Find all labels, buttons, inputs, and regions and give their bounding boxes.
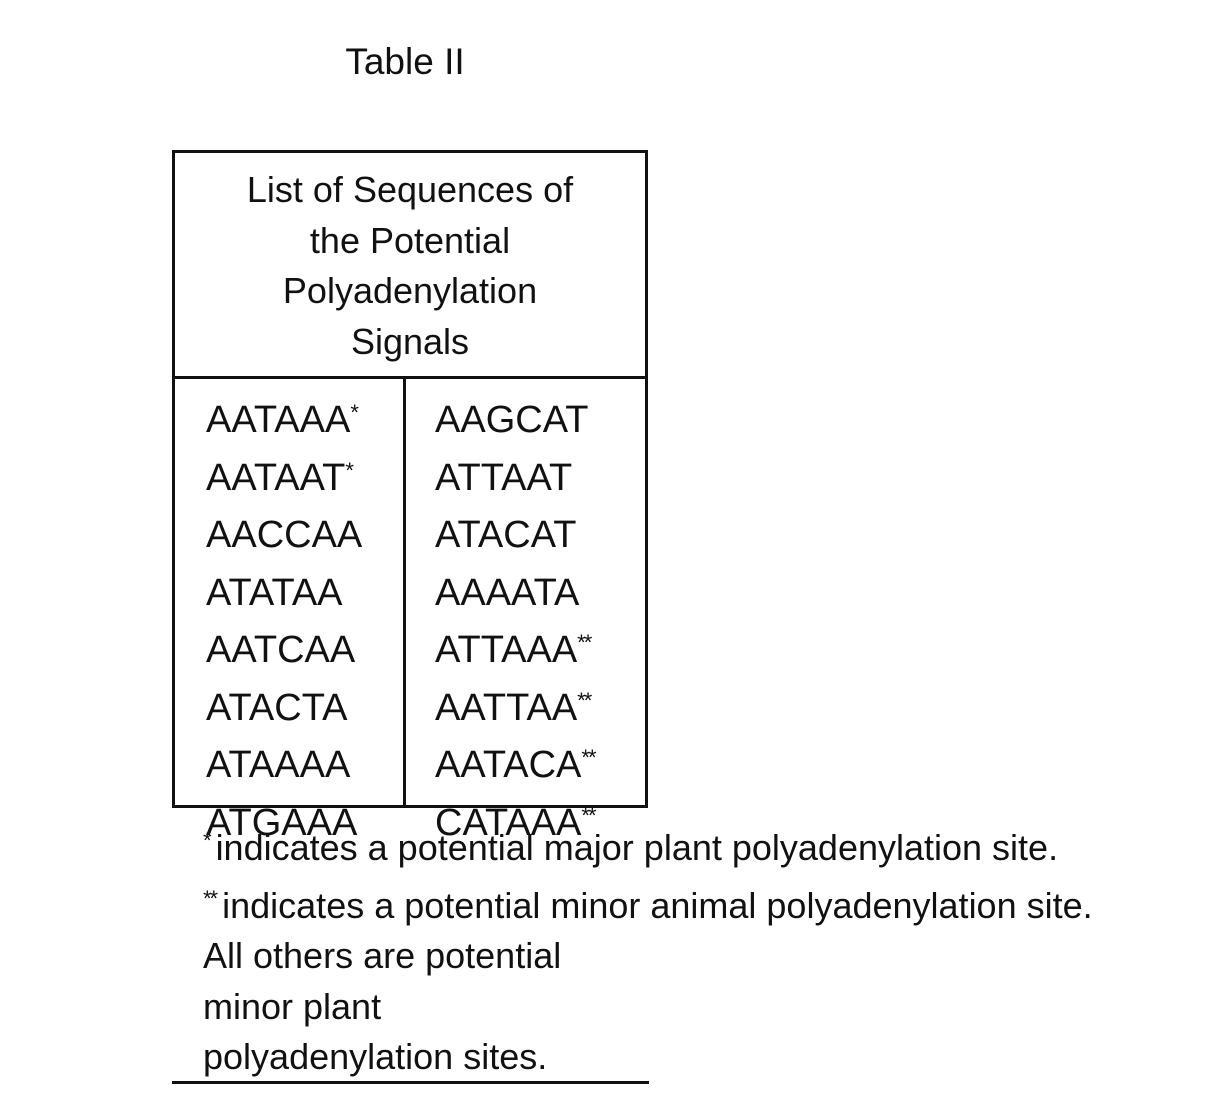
sequence-text: ATTAAT	[435, 457, 572, 499]
sequence-text: AATACA	[435, 744, 581, 786]
sequence-text: AATCAA	[206, 629, 355, 671]
sequence-cell: AACCAA	[206, 503, 403, 561]
sequence-cell: AAAATA	[435, 561, 645, 619]
sequence-cell: AATTAA**	[435, 676, 645, 734]
sequence-text: AATAAT	[206, 457, 345, 499]
table-header-line: Signals	[175, 317, 645, 368]
sequence-cell: AATAAA*	[206, 388, 403, 446]
sequence-text: AACCAA	[206, 514, 362, 556]
sequence-text: ATATAA	[206, 572, 343, 614]
sequence-text: AAAATA	[435, 572, 579, 614]
footnote-marker: **	[203, 886, 216, 911]
table-header-line: List of Sequences of	[175, 165, 645, 216]
footnote-marker: *	[350, 400, 357, 425]
sequence-cell: ATATAA	[206, 561, 403, 619]
table-footnotes: *indicates a potential major plant polya…	[203, 816, 1093, 1083]
table-header-line: Polyadenylation	[175, 266, 645, 317]
table-title: Table II	[300, 38, 510, 86]
bottom-rule	[172, 1081, 649, 1084]
left-sequence-column: AATAAA* AATAAT* AACCAA ATATAA AATCAA ATA…	[175, 379, 406, 805]
sequence-cell: AATAAT*	[206, 446, 403, 504]
sequence-text: ATAAAA	[206, 744, 350, 786]
sequence-text: AATAAA	[206, 399, 350, 441]
footnote-marker: *	[203, 828, 210, 853]
footnote-marker: **	[577, 630, 590, 655]
sequence-cell: AATACA**	[435, 733, 645, 791]
sequence-cell: ATTAAT	[435, 446, 645, 504]
footnote-minor-animal: **indicates a potential minor animal pol…	[203, 874, 1093, 932]
sequence-text: ATACAT	[435, 514, 576, 556]
footnote-marker: **	[581, 745, 594, 770]
sequence-text: AATTAA	[435, 687, 577, 729]
footnote-marker: **	[577, 688, 590, 713]
sequence-cell: AATCAA	[206, 618, 403, 676]
table-header: List of Sequences of the Potential Polya…	[175, 153, 645, 379]
sequence-text: AAGCAT	[435, 399, 588, 441]
sequence-text: ATTAAA	[435, 629, 577, 671]
footnote-marker: *	[345, 458, 352, 483]
footnote-text: indicates a potential major plant polyad…	[216, 827, 1059, 868]
table-header-line: the Potential	[175, 216, 645, 267]
footnote-others-line: minor plant	[203, 982, 1093, 1033]
sequence-cell: ATACAT	[435, 503, 645, 561]
sequence-cell: ATAAAA	[206, 733, 403, 791]
sequence-cell: AAGCAT	[435, 388, 645, 446]
right-sequence-column: AAGCAT ATTAAT ATACAT AAAATA ATTAAA** AAT…	[406, 379, 645, 805]
footnote-others-line: polyadenylation sites.	[203, 1032, 1093, 1083]
polyadenylation-signals-table: List of Sequences of the Potential Polya…	[172, 150, 648, 808]
footnote-others-line: All others are potential	[203, 931, 1093, 982]
footnote-major-plant: *indicates a potential major plant polya…	[203, 816, 1093, 874]
sequence-text: ATACTA	[206, 687, 347, 729]
sequence-cell: ATTAAA**	[435, 618, 645, 676]
footnote-text: indicates a potential minor animal polya…	[222, 885, 1093, 926]
sequence-cell: ATACTA	[206, 676, 403, 734]
